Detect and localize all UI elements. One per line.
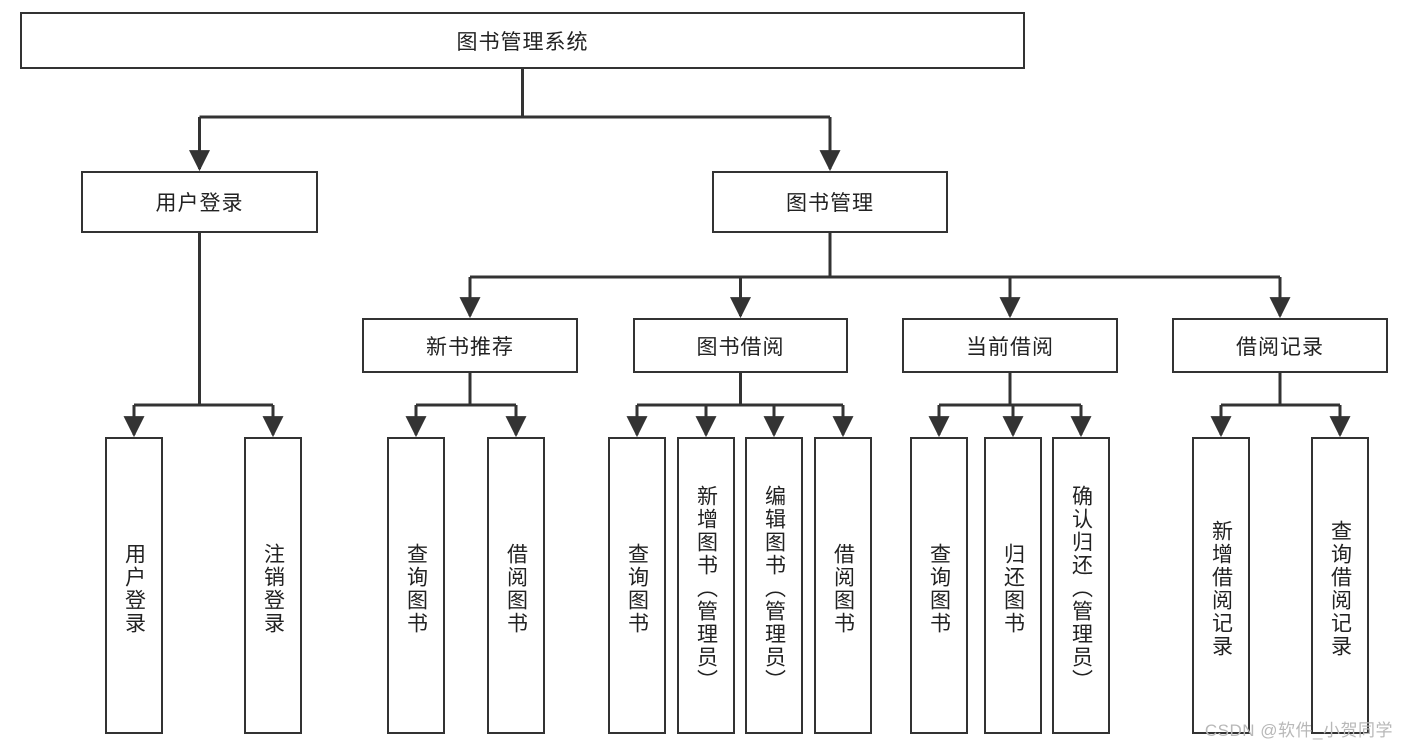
node-new_book_rec[interactable]: 新书推荐 (362, 318, 578, 373)
node-label: 查询图书 (404, 542, 428, 635)
node-leaf_add_record[interactable]: 新增借阅记录 (1192, 437, 1250, 734)
node-label: 注销登录 (261, 542, 285, 635)
node-label: 查询图书 (927, 542, 951, 635)
node-label: 查询图书 (625, 542, 649, 635)
node-current_borrow[interactable]: 当前借阅 (902, 318, 1118, 373)
node-leaf_user_logout[interactable]: 注销登录 (244, 437, 302, 734)
node-label: 借阅图书 (831, 542, 855, 635)
node-label: 编辑图书（管理员） (762, 485, 786, 692)
node-leaf_confirm_return[interactable]: 确认归还（管理员） (1052, 437, 1110, 734)
node-label: 用户登录 (122, 542, 146, 635)
node-label: 新书推荐 (426, 335, 514, 359)
node-label: 确认归还（管理员） (1069, 485, 1093, 692)
node-leaf_add_book[interactable]: 新增图书（管理员） (677, 437, 735, 734)
node-label: 新增图书（管理员） (694, 485, 718, 692)
node-leaf_query_book_3[interactable]: 查询图书 (910, 437, 968, 734)
node-label: 图书管理系统 (456, 30, 589, 54)
node-label: 图书借阅 (696, 335, 785, 359)
node-label: 新增借阅记录 (1209, 519, 1233, 658)
node-leaf_borrow_book_1[interactable]: 借阅图书 (487, 437, 545, 734)
node-label: 图书管理 (786, 192, 874, 215)
node-label: 借阅记录 (1236, 335, 1324, 359)
node-leaf_user_login[interactable]: 用户登录 (105, 437, 163, 734)
node-leaf_return_book[interactable]: 归还图书 (984, 437, 1042, 734)
node-leaf_edit_book[interactable]: 编辑图书（管理员） (745, 437, 803, 734)
node-label: 借阅图书 (504, 542, 528, 635)
node-book_borrow[interactable]: 图书借阅 (633, 318, 848, 373)
node-leaf_borrow_book_2[interactable]: 借阅图书 (814, 437, 872, 734)
node-borrow_record[interactable]: 借阅记录 (1172, 318, 1388, 373)
node-label: 归还图书 (1001, 542, 1025, 635)
node-user_login[interactable]: 用户登录 (81, 171, 318, 233)
node-leaf_query_book_2[interactable]: 查询图书 (608, 437, 666, 734)
node-label: 用户登录 (155, 192, 244, 215)
node-leaf_query_book_1[interactable]: 查询图书 (387, 437, 445, 734)
node-leaf_query_record[interactable]: 查询借阅记录 (1311, 437, 1369, 734)
node-root[interactable]: 图书管理系统 (20, 12, 1025, 69)
watermark-text: CSDN @软件_小贺同学 (1204, 721, 1393, 740)
node-book_manage[interactable]: 图书管理 (712, 171, 948, 233)
node-label: 当前借阅 (966, 335, 1054, 359)
node-label: 查询借阅记录 (1328, 519, 1352, 658)
